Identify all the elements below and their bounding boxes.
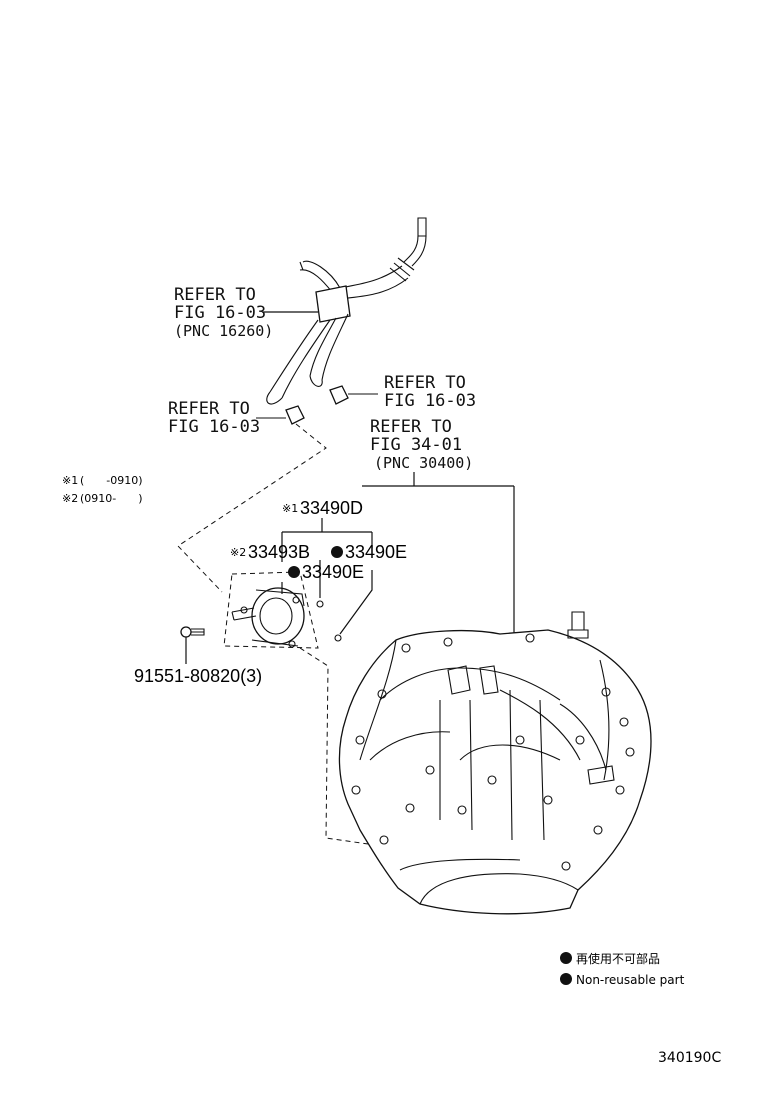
note2-mark: ※2 xyxy=(62,492,78,505)
legend-jp: 再使用不可部品 xyxy=(576,951,660,966)
applicability-notes: ※1 ( -0910) ※2 (0910- ) xyxy=(62,474,143,505)
legend-dot-jp xyxy=(560,952,572,964)
o-ring-small-drawing xyxy=(316,600,324,608)
note1-text: ( -0910) xyxy=(80,474,143,487)
part-number-labels: ※1 33490D ※2 33493B 33490E 33490E 91551-… xyxy=(134,498,407,686)
bracket-lines xyxy=(281,472,515,644)
callout-upper-left: REFER TO FIG 16-03 (PNC 16260) xyxy=(174,285,273,340)
part-33490e-a: 33490E xyxy=(345,542,407,562)
figure-code: 340190C xyxy=(658,1050,721,1066)
non-reusable-dot-a xyxy=(331,546,343,558)
callout-upper-left-line1: REFER TO xyxy=(174,285,256,305)
callout-right-clip-line1: REFER TO xyxy=(384,373,466,393)
legend-en: Non-reusable part xyxy=(576,973,685,987)
note2-text: (0910- ) xyxy=(80,492,143,505)
legend: 再使用不可部品 Non-reusable part xyxy=(560,951,685,987)
callout-upper-left-line2: FIG 16-03 xyxy=(174,303,266,323)
oil-pump-cover-drawing xyxy=(223,571,319,649)
callout-transaxle-line3: (PNC 30400) xyxy=(374,454,473,472)
note1-mark: ※1 xyxy=(62,474,78,487)
part-33490d-mark: ※1 xyxy=(282,502,298,515)
callout-transaxle: REFER TO FIG 34-01 (PNC 30400) xyxy=(370,417,473,472)
callout-mid-left-line1: REFER TO xyxy=(168,399,250,419)
part-33493b-mark: ※2 xyxy=(230,546,246,559)
callout-upper-left-line3: (PNC 16260) xyxy=(174,322,273,340)
callout-right-clip-line2: FIG 16-03 xyxy=(384,391,476,411)
transaxle-drawing xyxy=(338,611,652,915)
part-33493b: 33493B xyxy=(248,542,310,562)
part-33490d: 33490D xyxy=(300,498,363,518)
hose-clamp-left-drawing xyxy=(256,405,305,425)
callout-transaxle-line1: REFER TO xyxy=(370,417,452,437)
non-reusable-dot-b xyxy=(288,566,300,578)
part-33490e-b: 33490E xyxy=(302,562,364,582)
dashed-guide-lower xyxy=(299,647,383,847)
legend-dot-en xyxy=(560,973,572,985)
callout-transaxle-line2: FIG 34-01 xyxy=(370,435,462,455)
callout-mid-left: REFER TO FIG 16-03 xyxy=(168,399,260,437)
dashed-guide-upper xyxy=(177,423,327,593)
hose-clamp-right-drawing xyxy=(329,385,378,405)
part-bolt: 91551-80820(3) xyxy=(134,666,262,686)
oil-cooler-hose-drawing xyxy=(266,217,427,405)
o-ring-lower-drawing xyxy=(334,634,342,642)
callout-right-clip: REFER TO FIG 16-03 xyxy=(384,373,476,411)
callout-mid-left-line2: FIG 16-03 xyxy=(168,417,260,437)
bolt-drawing xyxy=(180,626,205,664)
